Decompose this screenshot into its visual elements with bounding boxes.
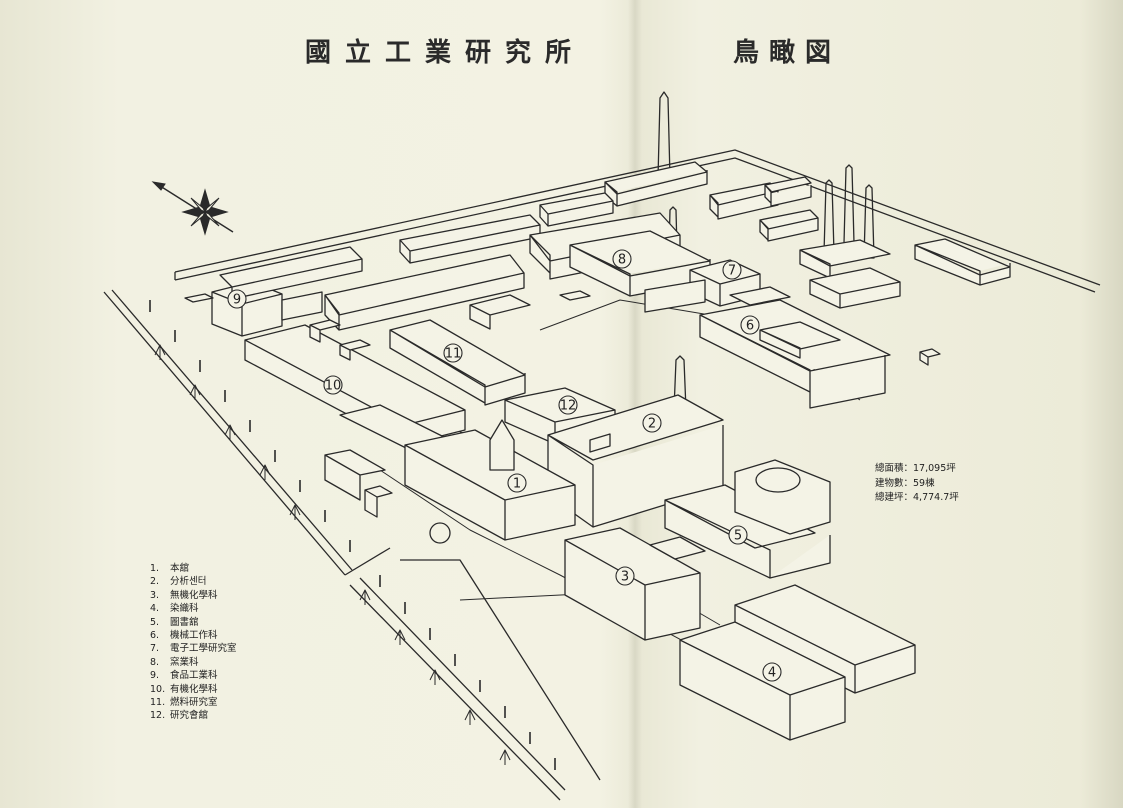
compass-rose-icon [151,181,234,236]
stat-total-area: 總面積：17,095坪 [875,463,956,474]
legend-item: 5. 圖書舘 [150,616,237,629]
site-statistics: 總面積：17,095坪 建物數：59棟 總建坪：4,774.7坪 [875,462,959,506]
building-marker-number: 8 [618,253,626,268]
fence-left [149,300,556,770]
building-marker-circle [507,473,527,493]
legend-item: 8. 窯業科 [150,656,237,669]
legend-label: 食品工業科 [170,670,218,682]
legend-item: 10. 有機化學科 [150,683,237,696]
legend-item: 1. 本舘 [150,562,237,575]
building-marker-circle [615,566,635,586]
building-marker-circle [612,249,632,269]
legend-label: 機械工作科 [170,630,218,642]
legend-item: 6. 機械工作科 [150,629,237,642]
building-marker-number: 6 [746,319,754,334]
building-marker-circle [443,343,463,363]
legend-label: 電子工學研究室 [170,643,237,655]
legend-item: 11. 燃料研究室 [150,696,237,709]
legend-label: 本舘 [170,563,190,574]
legend-label: 圖書舘 [170,616,199,628]
legend-label: 有機化學科 [170,683,218,695]
buildings [184,161,1011,741]
building-marker-circle [642,413,662,433]
stat-building-count: 建物數：59棟 [875,477,935,489]
building-marker-number: 10 [325,379,342,394]
legend-item: 3. 無機化學科 [150,589,237,602]
legend-label: 無機化學科 [170,589,218,601]
building-marker-circle [728,525,748,545]
legend-label: 燃料研究室 [170,697,218,709]
perimeter-wall [103,149,1101,801]
legend-number: 4. [150,603,160,615]
building-marker-number: 5 [734,529,742,544]
legend-number: 12. [150,710,166,722]
legend-item: 12. 研究會舘 [150,709,237,722]
legend-number: 10. [150,683,166,695]
building-marker-circle [722,260,742,280]
legend-label: 研究會舘 [170,710,209,722]
legend-number: 7. [150,643,160,655]
legend-number: 11. [150,697,166,709]
building-marker-number: 11 [445,347,462,362]
legend-item: 7. 電子工學研究室 [150,642,237,655]
building-marker-circle [323,375,343,395]
plaza-fountain [429,522,451,544]
building-marker-circle [558,395,578,415]
legend-item: 2. 分析센터 [150,575,237,588]
legend-number: 5. [150,616,160,628]
legend-number: 3. [150,589,160,601]
legend-label: 窯業科 [170,656,199,668]
legend-number: 6. [150,630,160,642]
legend-number: 1. [150,563,160,574]
legend-number: 8. [150,656,160,668]
legend-label: 分析센터 [170,576,207,588]
building-marker-number: 7 [728,264,736,279]
building-marker-circle [227,289,247,309]
legend-label: 染織科 [170,603,199,615]
building-legend: 1. 本舘 2. 分析센터 3. 無機化學科 4. 染織科 5. 圖書舘 6. 機械工作科 7. 電子工學… [150,562,237,723]
legend-number: 9. [150,670,160,682]
building-marker-number: 2 [648,417,656,432]
building-marker-number: 3 [621,570,629,585]
building-marker-circle [740,315,760,335]
building-marker-number: 4 [768,666,776,681]
legend-item: 4. 染織科 [150,602,237,615]
building-marker-number: 1 [513,477,521,492]
building-marker-number: 12 [560,399,577,414]
trees [154,344,511,765]
building-marker-number: 9 [233,293,241,308]
stat-floor-area: 總建坪：4,774.7坪 [875,492,959,503]
map-subtitle: 鳥瞰図 [733,38,842,68]
map-title: 國立工業研究所 [305,38,586,68]
legend-item: 9. 食品工業科 [150,669,237,682]
legend-number: 2. [150,576,160,588]
building-marker-circle [762,662,782,682]
